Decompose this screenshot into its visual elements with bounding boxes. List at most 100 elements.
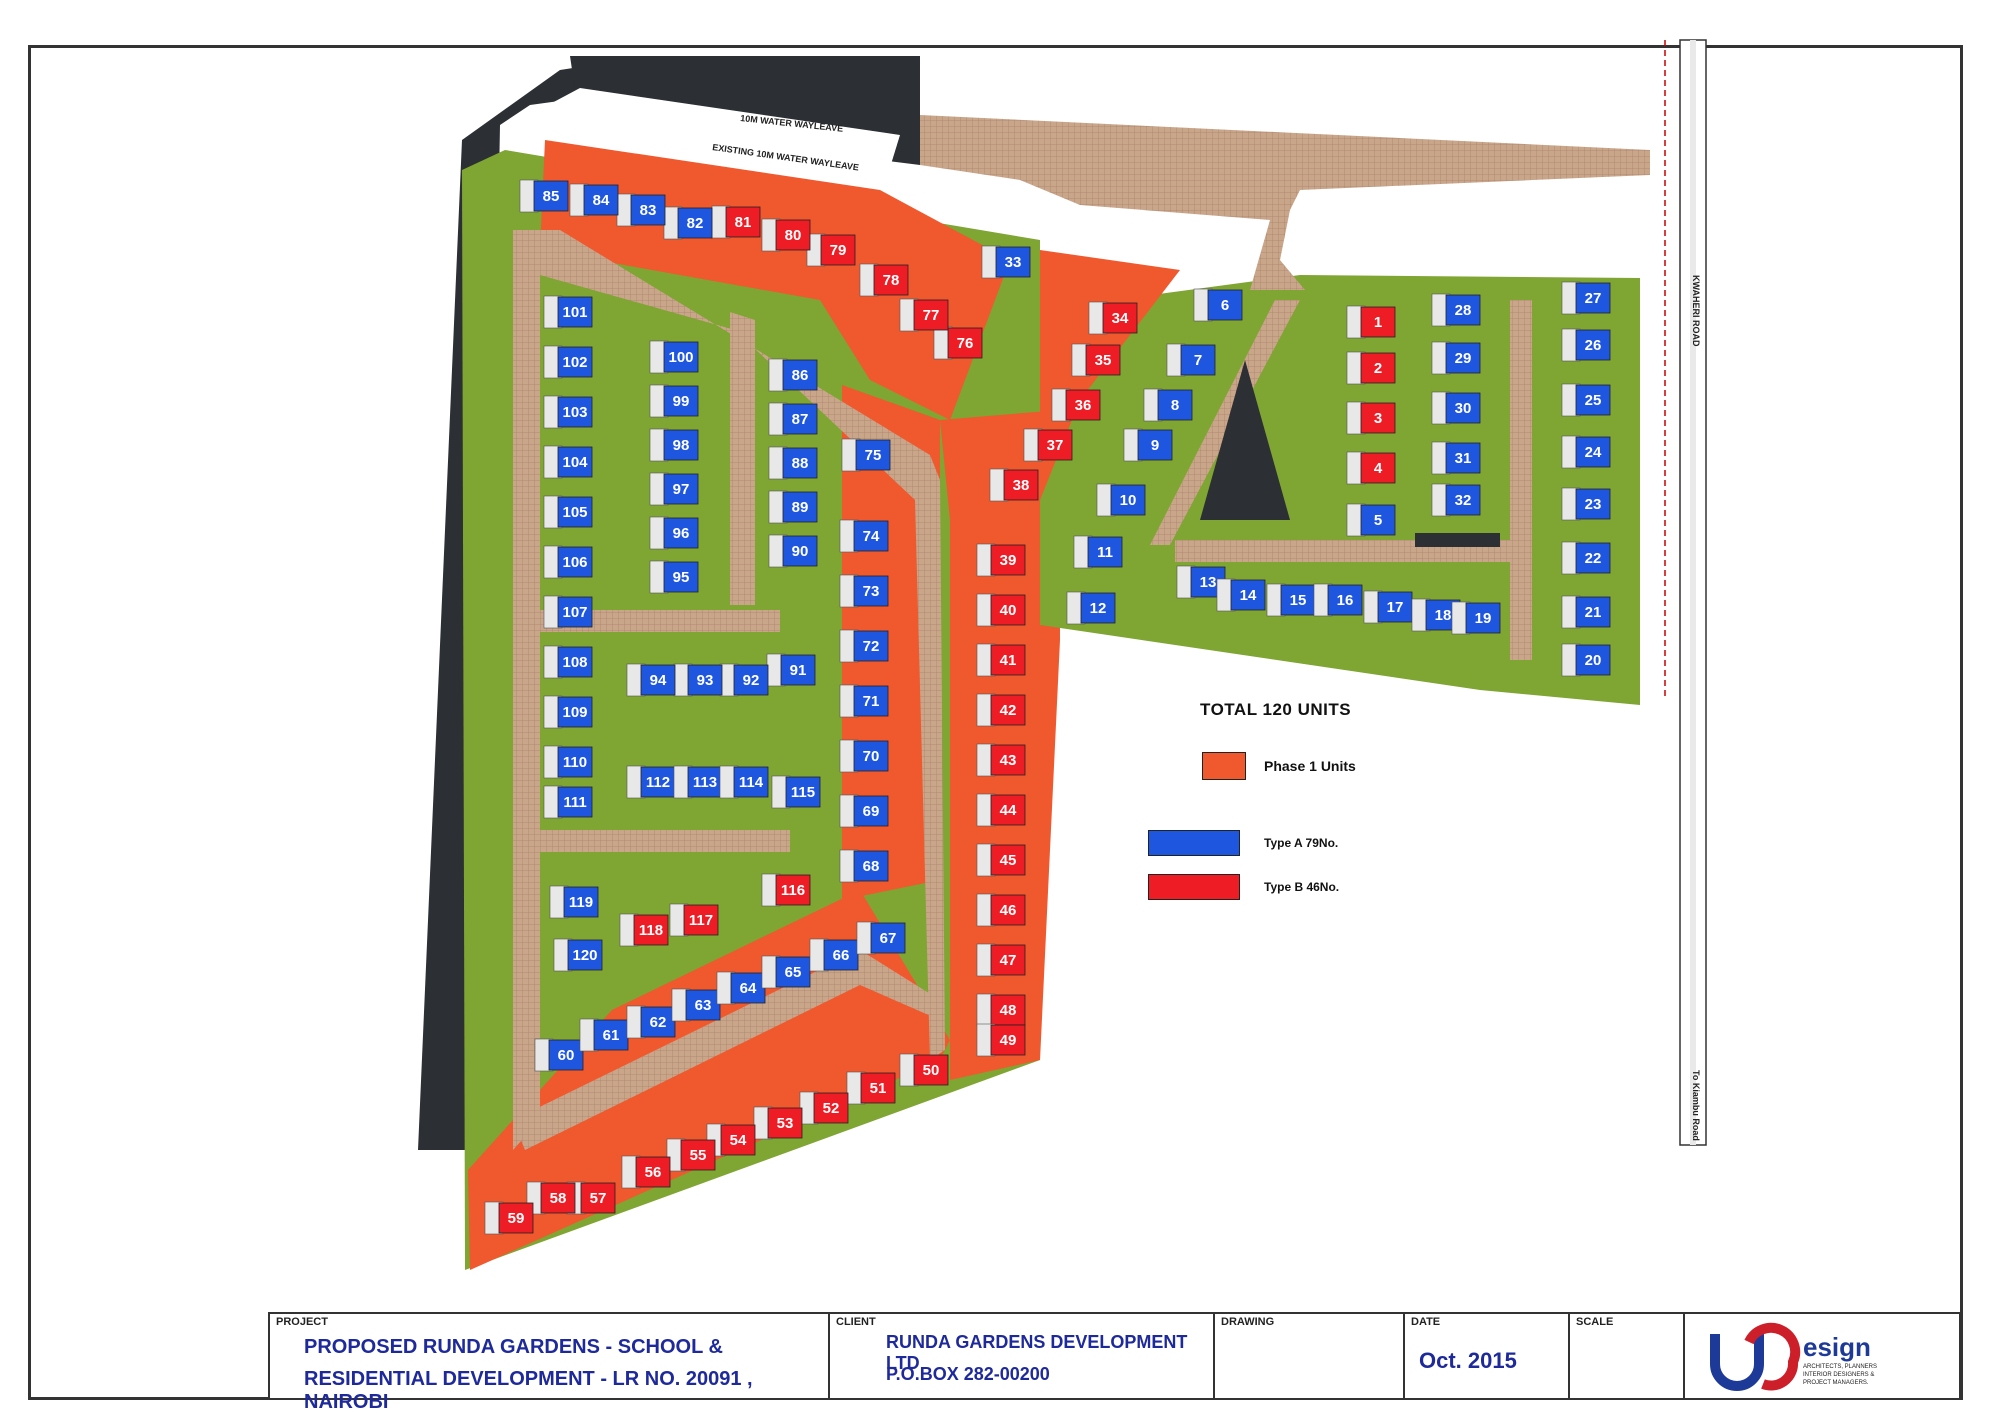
unit-58[interactable]: 58 [526,1181,576,1215]
unit-43[interactable]: 43 [976,743,1026,777]
unit-84[interactable]: 84 [569,183,619,217]
unit-2[interactable]: 2 [1346,351,1396,385]
unit-36[interactable]: 36 [1051,388,1101,422]
unit-95[interactable]: 95 [649,560,699,594]
unit-20[interactable]: 20 [1561,643,1611,677]
unit-77[interactable]: 77 [899,298,949,332]
unit-5[interactable]: 5 [1346,503,1396,537]
unit-78[interactable]: 78 [859,263,909,297]
unit-116[interactable]: 116 [761,873,811,907]
unit-73[interactable]: 73 [839,574,889,608]
unit-12[interactable]: 12 [1066,591,1116,625]
unit-106[interactable]: 106 [543,545,593,579]
unit-3[interactable]: 3 [1346,401,1396,435]
unit-82[interactable]: 82 [663,206,713,240]
unit-94[interactable]: 94 [626,663,676,697]
unit-31[interactable]: 31 [1431,441,1481,475]
unit-112[interactable]: 112 [626,765,676,799]
unit-19[interactable]: 19 [1451,601,1501,635]
unit-53[interactable]: 53 [753,1106,803,1140]
unit-65[interactable]: 65 [761,955,811,989]
unit-96[interactable]: 96 [649,516,699,550]
unit-49[interactable]: 49 [976,1023,1026,1057]
unit-70[interactable]: 70 [839,739,889,773]
unit-51[interactable]: 51 [846,1071,896,1105]
unit-9[interactable]: 9 [1123,428,1173,462]
unit-68[interactable]: 68 [839,849,889,883]
unit-56[interactable]: 56 [621,1155,671,1189]
unit-103[interactable]: 103 [543,395,593,429]
unit-80[interactable]: 80 [761,218,811,252]
unit-1[interactable]: 1 [1346,305,1396,339]
unit-117[interactable]: 117 [669,903,719,937]
unit-83[interactable]: 83 [616,193,666,227]
unit-79[interactable]: 79 [806,233,856,267]
unit-26[interactable]: 26 [1561,328,1611,362]
unit-89[interactable]: 89 [768,490,818,524]
unit-81[interactable]: 81 [711,205,761,239]
unit-40[interactable]: 40 [976,593,1026,627]
unit-104[interactable]: 104 [543,445,593,479]
unit-87[interactable]: 87 [768,402,818,436]
unit-67[interactable]: 67 [856,921,906,955]
unit-39[interactable]: 39 [976,543,1026,577]
unit-55[interactable]: 55 [666,1138,716,1172]
unit-118[interactable]: 118 [619,913,669,947]
unit-74[interactable]: 74 [839,519,889,553]
unit-61[interactable]: 61 [579,1018,629,1052]
unit-10[interactable]: 10 [1096,483,1146,517]
unit-62[interactable]: 62 [626,1005,676,1039]
unit-111[interactable]: 111 [543,785,593,819]
unit-28[interactable]: 28 [1431,293,1481,327]
unit-4[interactable]: 4 [1346,451,1396,485]
unit-109[interactable]: 109 [543,695,593,729]
unit-90[interactable]: 90 [768,534,818,568]
unit-21[interactable]: 21 [1561,595,1611,629]
unit-8[interactable]: 8 [1143,388,1193,422]
unit-72[interactable]: 72 [839,629,889,663]
unit-25[interactable]: 25 [1561,383,1611,417]
unit-110[interactable]: 110 [543,745,593,779]
unit-24[interactable]: 24 [1561,435,1611,469]
unit-114[interactable]: 114 [719,765,769,799]
unit-35[interactable]: 35 [1071,343,1121,377]
unit-98[interactable]: 98 [649,428,699,462]
unit-37[interactable]: 37 [1023,428,1073,462]
unit-30[interactable]: 30 [1431,391,1481,425]
unit-15[interactable]: 15 [1266,583,1316,617]
unit-6[interactable]: 6 [1193,288,1243,322]
unit-93[interactable]: 93 [673,663,723,697]
unit-11[interactable]: 11 [1073,535,1123,569]
unit-101[interactable]: 101 [543,295,593,329]
unit-66[interactable]: 66 [809,938,859,972]
unit-52[interactable]: 52 [799,1091,849,1125]
unit-88[interactable]: 88 [768,446,818,480]
unit-97[interactable]: 97 [649,472,699,506]
unit-60[interactable]: 60 [534,1038,584,1072]
unit-27[interactable]: 27 [1561,281,1611,315]
unit-63[interactable]: 63 [671,988,721,1022]
unit-32[interactable]: 32 [1431,483,1481,517]
unit-38[interactable]: 38 [989,468,1039,502]
unit-14[interactable]: 14 [1216,578,1266,612]
unit-45[interactable]: 45 [976,843,1026,877]
unit-85[interactable]: 85 [519,179,569,213]
unit-107[interactable]: 107 [543,595,593,629]
unit-57[interactable]: 57 [566,1181,616,1215]
unit-99[interactable]: 99 [649,384,699,418]
unit-54[interactable]: 54 [706,1123,756,1157]
unit-120[interactable]: 120 [553,938,603,972]
unit-50[interactable]: 50 [899,1053,949,1087]
unit-86[interactable]: 86 [768,358,818,392]
unit-17[interactable]: 17 [1363,590,1413,624]
unit-64[interactable]: 64 [716,971,766,1005]
unit-44[interactable]: 44 [976,793,1026,827]
unit-92[interactable]: 92 [719,663,769,697]
unit-105[interactable]: 105 [543,495,593,529]
unit-42[interactable]: 42 [976,693,1026,727]
unit-76[interactable]: 76 [933,326,983,360]
unit-22[interactable]: 22 [1561,541,1611,575]
unit-113[interactable]: 113 [673,765,723,799]
unit-71[interactable]: 71 [839,684,889,718]
unit-41[interactable]: 41 [976,643,1026,677]
